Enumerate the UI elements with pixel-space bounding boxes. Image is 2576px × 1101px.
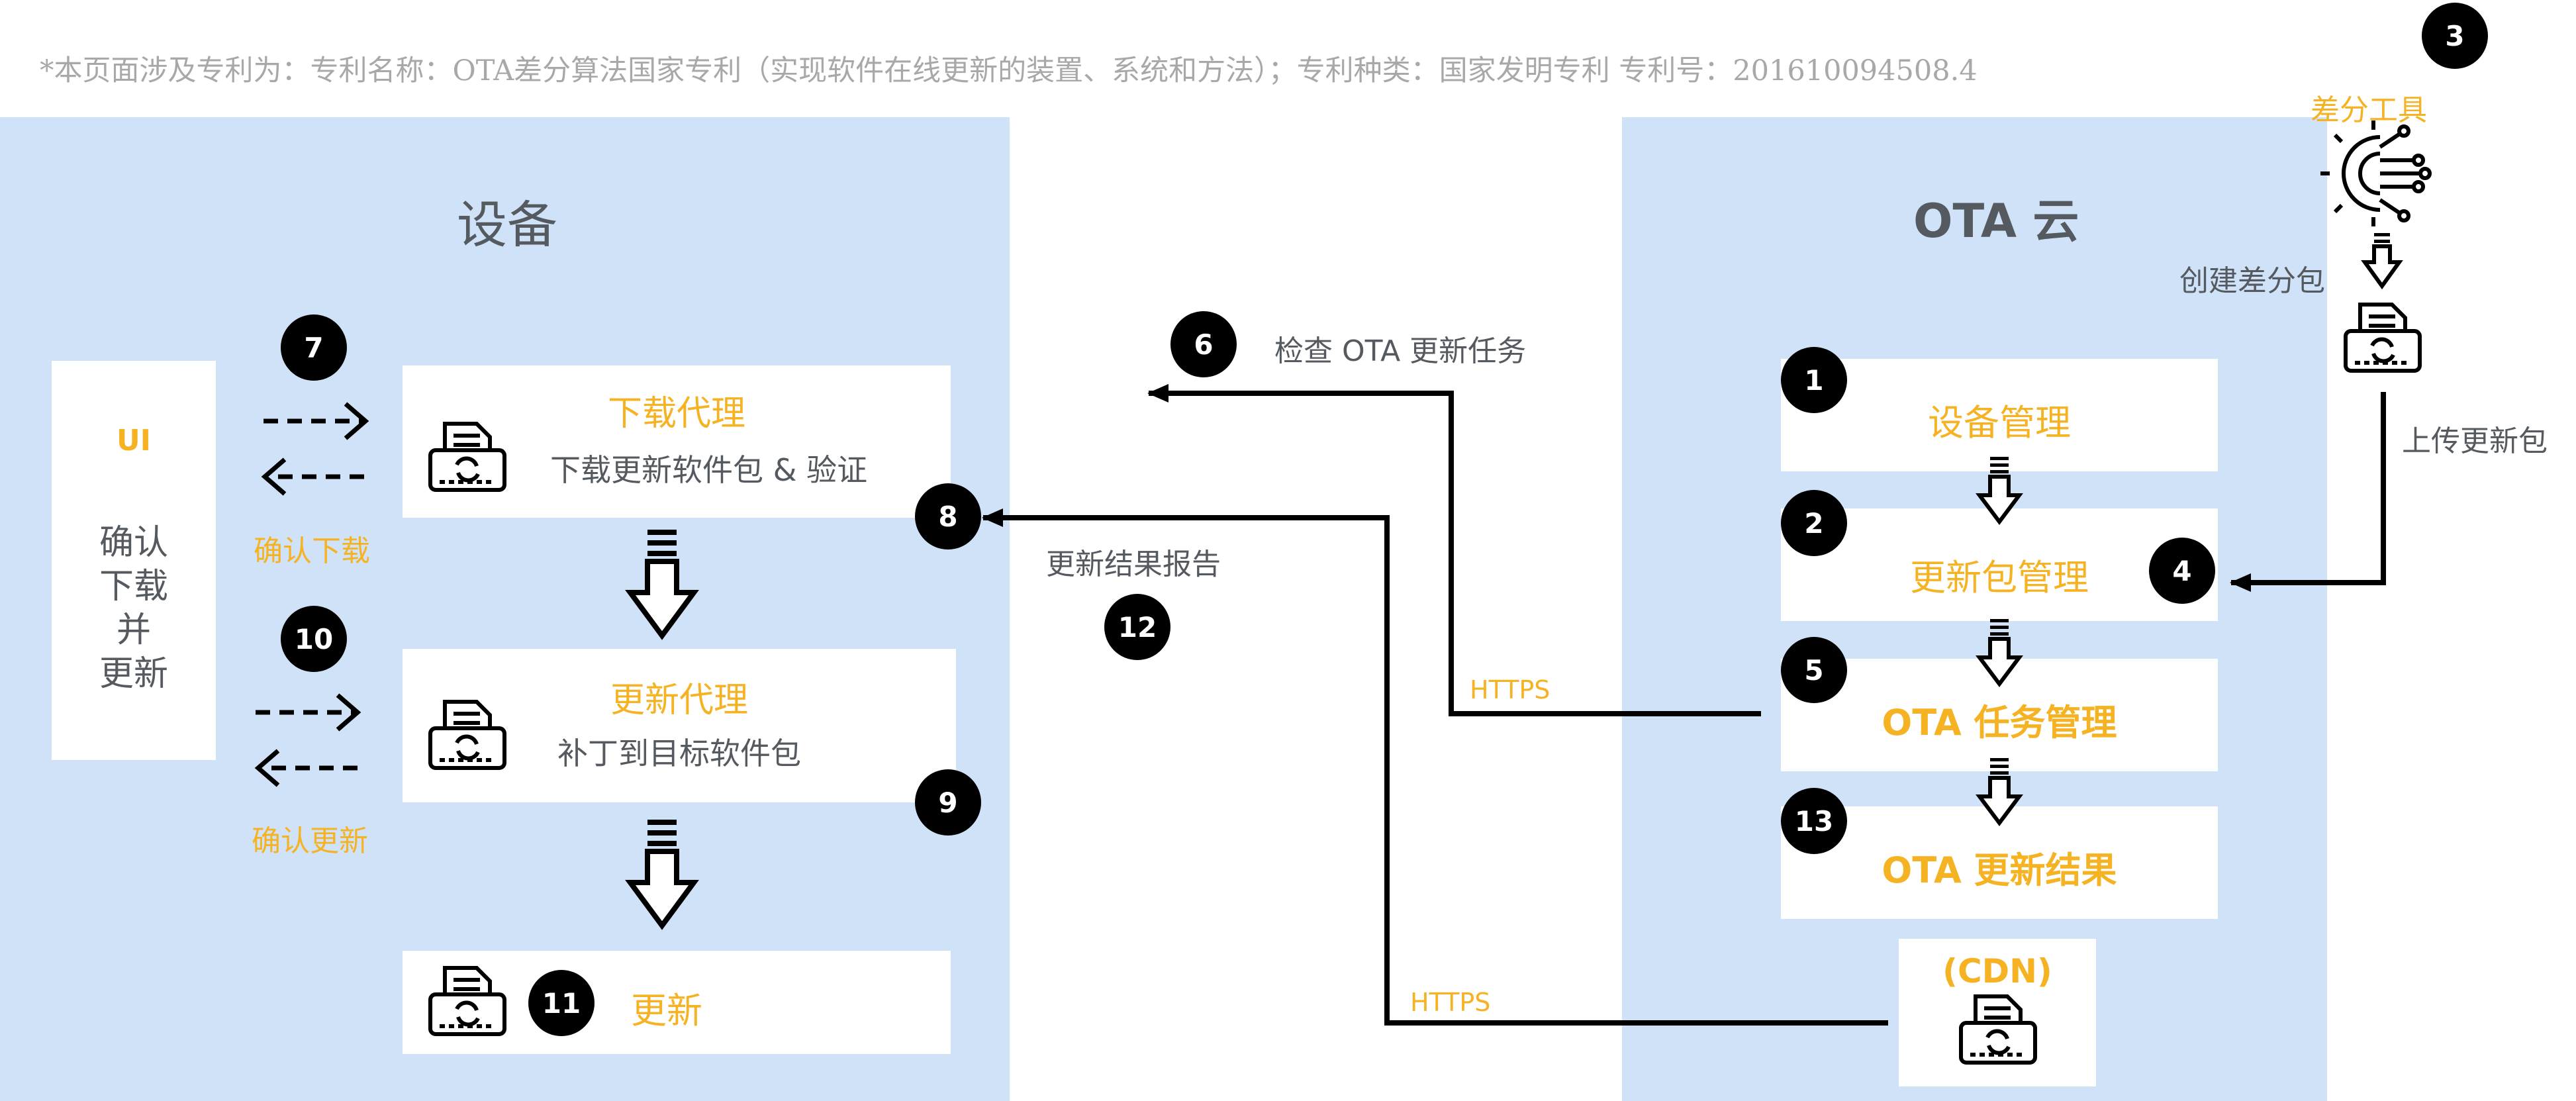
step-badge-8: 8 bbox=[915, 483, 981, 550]
cdn-label: (CDN) bbox=[1942, 952, 2052, 990]
check-task-label: 检查 OTA 更新任务 bbox=[1274, 334, 1527, 368]
package-management-label: 更新包管理 bbox=[1910, 557, 2089, 598]
update-agent-title: 更新代理 bbox=[610, 681, 748, 720]
down-arrow-icon bbox=[1976, 619, 2023, 687]
diff-tool-label: 差分工具 bbox=[2311, 93, 2427, 127]
upload-label: 上传更新包 bbox=[2402, 424, 2548, 458]
ui-title: UI bbox=[116, 424, 152, 457]
update-agent-box: 更新代理 补丁到目标软件包 bbox=[403, 649, 956, 802]
step-badge-11: 11 bbox=[528, 970, 595, 1036]
ui-line: 下载 bbox=[99, 567, 168, 606]
gear-icon bbox=[2320, 120, 2432, 226]
task-management-label: OTA 任务管理 bbox=[1882, 702, 2117, 743]
update-result-label: OTA 更新结果 bbox=[1882, 849, 2117, 891]
confirm-download-label: 确认下载 bbox=[254, 534, 370, 568]
update-title: 更新 bbox=[631, 990, 702, 1031]
create-diff-label: 创建差分包 bbox=[2179, 264, 2325, 298]
down-arrow-icon bbox=[2361, 233, 2403, 290]
step-badge-6: 6 bbox=[1170, 311, 1237, 377]
step-badge-1: 1 bbox=[1781, 347, 1847, 413]
download-agent-box: 下载代理 下载更新软件包 & 验证 bbox=[403, 365, 951, 518]
https-label-lower: HTTPS bbox=[1410, 988, 1491, 1017]
update-agent-subtitle: 补丁到目标软件包 bbox=[557, 736, 801, 771]
cloud-title: OTA 云 bbox=[1913, 194, 2079, 248]
result-report-connector bbox=[982, 508, 1888, 1026]
check-task-connector bbox=[1147, 384, 1761, 716]
step-badge-3: 3 bbox=[2422, 3, 2488, 69]
step-badge-10: 10 bbox=[281, 606, 347, 672]
ui-line: 确认 bbox=[99, 523, 168, 563]
device-management-box: 设备管理 bbox=[1781, 359, 2218, 471]
step-badge-12: 12 bbox=[1104, 594, 1170, 660]
confirm-update-label: 确认更新 bbox=[252, 824, 368, 858]
step-badge-2: 2 bbox=[1781, 490, 1847, 556]
step-badge-5: 5 bbox=[1781, 637, 1847, 703]
download-agent-title: 下载代理 bbox=[607, 394, 745, 434]
ui-line: 并 bbox=[116, 610, 151, 650]
patent-note: *本页面涉及专利为：专利名称：OTA差分算法国家专利（实现软件在线更新的装置、系… bbox=[40, 54, 1978, 87]
package-icon bbox=[428, 700, 506, 770]
device-title: 设备 bbox=[457, 195, 557, 254]
down-arrow-icon bbox=[1976, 457, 2023, 525]
package-icon bbox=[1959, 994, 2037, 1065]
result-report-label: 更新结果报告 bbox=[1046, 548, 1221, 581]
step-badge-13: 13 bbox=[1781, 788, 1847, 854]
step-badge-4: 4 bbox=[2149, 538, 2215, 604]
step-badge-7: 7 bbox=[281, 314, 347, 381]
package-icon bbox=[428, 966, 506, 1036]
down-arrow-icon bbox=[625, 530, 699, 640]
package-icon bbox=[428, 422, 506, 492]
package-management-box: 更新包管理 bbox=[1781, 508, 2218, 621]
package-icon bbox=[2344, 303, 2422, 373]
ui-line: 更新 bbox=[99, 654, 168, 694]
https-label-upper: HTTPS bbox=[1470, 675, 1550, 704]
upload-connector bbox=[2230, 392, 2386, 592]
down-arrow-icon bbox=[625, 820, 699, 930]
ui-box: UI 确认 下载 并 更新 bbox=[52, 361, 216, 760]
step-badge-9: 9 bbox=[915, 769, 981, 836]
download-agent-subtitle: 下载更新软件包 & 验证 bbox=[550, 452, 868, 488]
down-arrow-icon bbox=[1976, 758, 2023, 826]
device-management-label: 设备管理 bbox=[1928, 402, 2071, 444]
